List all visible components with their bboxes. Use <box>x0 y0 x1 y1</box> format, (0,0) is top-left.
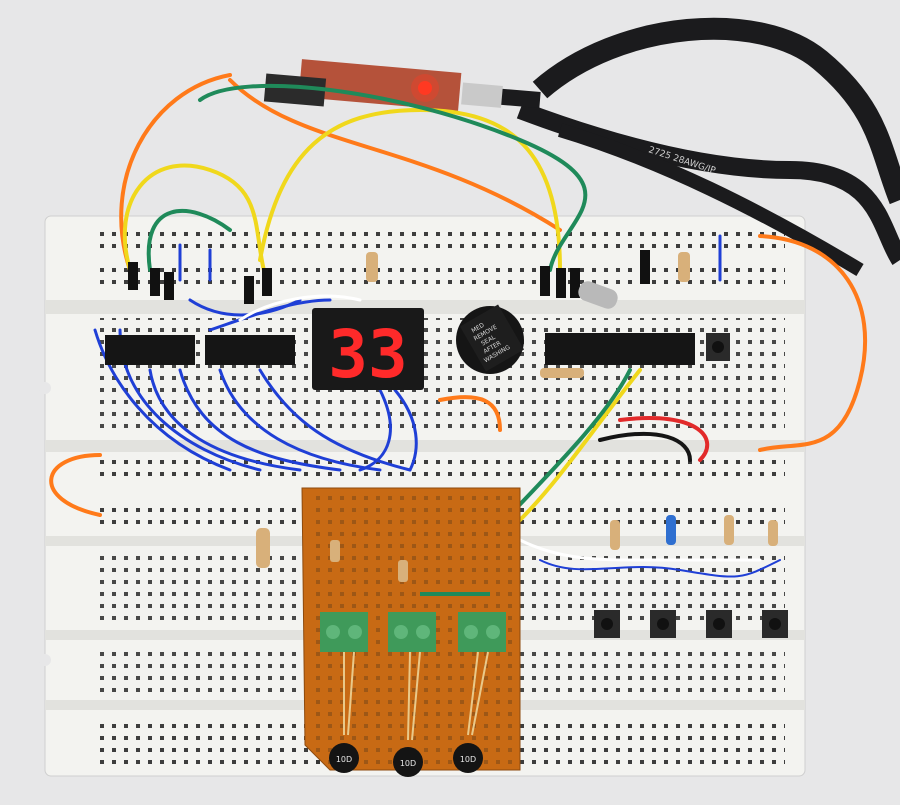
header-connectors <box>128 250 650 304</box>
perfboard: 10D 10D 10D <box>301 487 521 777</box>
ic-chips <box>105 333 695 365</box>
seven-segment-display: 33 <box>312 308 424 393</box>
usb-serial-adapter <box>263 59 503 111</box>
shift-register-ic-2 <box>205 335 295 365</box>
resistors <box>256 252 778 568</box>
thermistor-label-2: 10D <box>400 759 416 768</box>
buzzer: MED REMOVE SEAL AFTER WASHING <box>456 304 525 374</box>
crystal-oscillator <box>578 281 618 309</box>
shift-register-ic-1 <box>105 335 195 365</box>
thermistor-label-3: 10D <box>460 755 476 764</box>
microcontroller-ic <box>545 333 695 365</box>
push-buttons <box>594 333 788 638</box>
thermistor-label-1: 10D <box>336 755 352 764</box>
display-digits: 33 <box>328 316 407 393</box>
